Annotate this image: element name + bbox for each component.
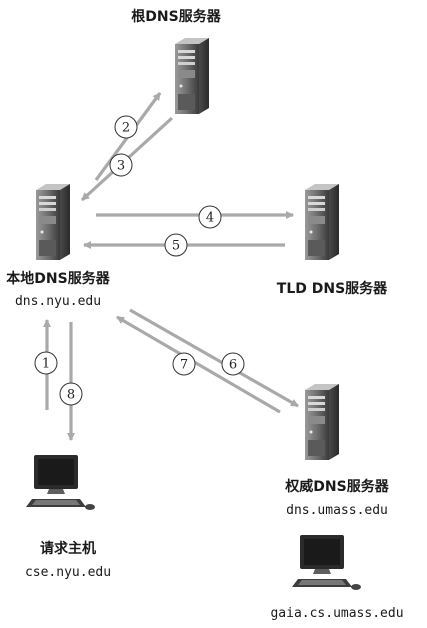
step-2-label: 2 (122, 121, 130, 136)
step-5-marker: 5 (164, 233, 188, 257)
step-3-marker: 3 (109, 153, 133, 177)
step-6-label: 6 (229, 358, 237, 373)
tld-dns-server-label: TLD DNS服务器 (277, 280, 388, 297)
step-5-label: 5 (172, 239, 180, 254)
arrow-step-7 (116, 315, 281, 414)
arrow-step-6 (129, 308, 299, 408)
step-1-marker: 1 (34, 351, 58, 375)
step-7-label: 7 (180, 358, 188, 373)
requesting-host-label: 请求主机 (40, 540, 96, 557)
tld-dns-server-icon (305, 184, 339, 260)
target-host-computer-icon (292, 535, 361, 590)
root-dns-server-icon (175, 38, 209, 114)
requesting-host-computer-icon (26, 455, 95, 510)
target-host-name: gaia.cs.umass.edu (270, 606, 403, 621)
local-dns-server-label: 本地DNS服务器 (6, 270, 110, 287)
step-2-marker: 2 (114, 115, 138, 139)
step-4-label: 4 (206, 211, 214, 226)
root-dns-server-label: 根DNS服务器 (131, 8, 221, 25)
step-6-marker: 6 (221, 352, 245, 376)
step-1-label: 1 (42, 357, 50, 372)
step-4-marker: 4 (198, 205, 222, 229)
authoritative-dns-server-icon (305, 384, 339, 460)
local-dns-server-icon (36, 184, 70, 260)
authoritative-dns-server-host: dns.umass.edu (286, 503, 388, 518)
step-8-label: 8 (67, 388, 75, 403)
step-3-label: 3 (117, 159, 125, 174)
step-8-marker: 8 (59, 382, 83, 406)
requesting-host-name: cse.nyu.edu (25, 565, 111, 580)
authoritative-dns-server-label: 权威DNS服务器 (284, 478, 389, 495)
local-dns-server-host: dns.nyu.edu (15, 294, 101, 309)
step-7-marker: 7 (172, 352, 196, 376)
